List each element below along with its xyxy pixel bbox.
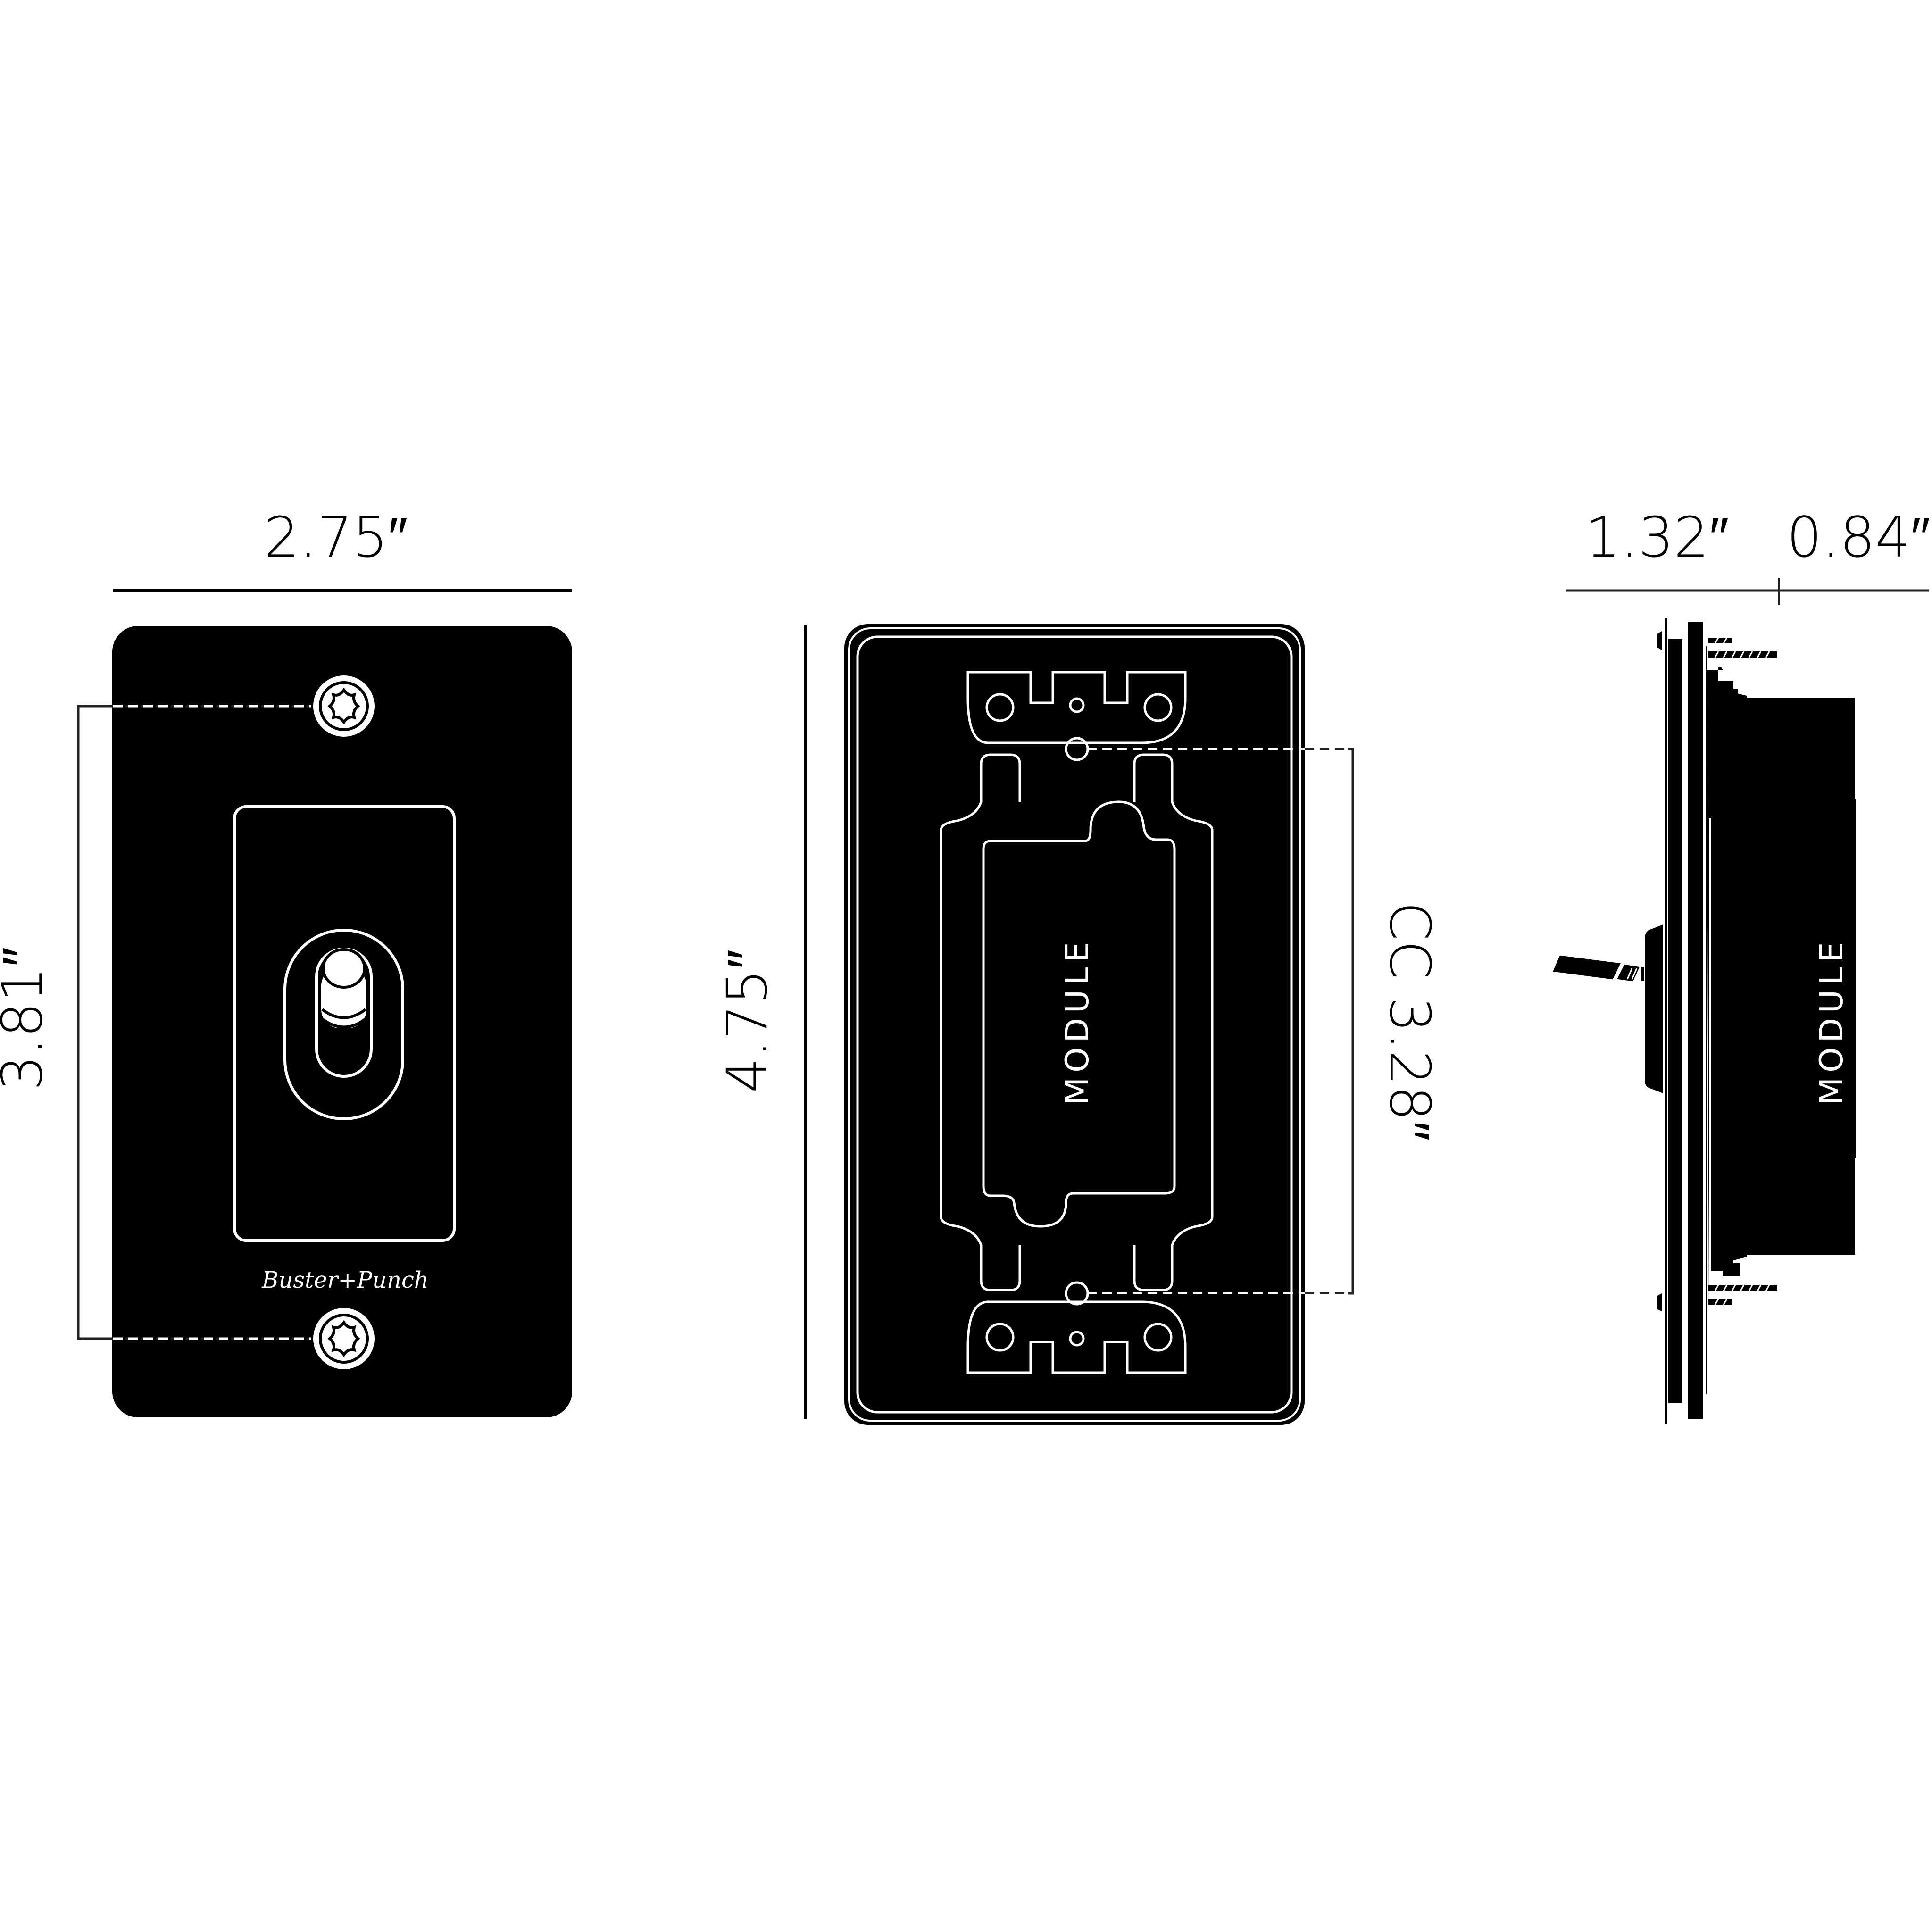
side-plate-front	[1665, 618, 1667, 1424]
toggle-lever-icon	[1550, 954, 1644, 983]
toggle-switch-icon	[283, 929, 404, 1120]
brand-logo: Buster+Punch	[261, 1267, 429, 1293]
back-module-label: MODULE	[1059, 937, 1096, 1105]
screw-head-top	[1657, 631, 1662, 650]
back-height-label: 4.75″	[715, 949, 780, 1093]
screw-spacing-label: 3.81″	[0, 947, 55, 1091]
back-view: 4.75″ MODULE	[715, 624, 1442, 1425]
screw-head-bottom	[1657, 1293, 1662, 1311]
side-module-label: MODULE	[1813, 937, 1850, 1105]
front-view: 2.75″ 3.81″	[0, 505, 572, 1417]
front-width-label: 2.75″	[264, 505, 408, 570]
threaded-screws	[1708, 637, 1777, 1305]
side-plate-body	[1688, 622, 1703, 1419]
rear-depth-label: 0.84″	[1787, 505, 1931, 570]
center-to-center-bracket	[1087, 748, 1354, 1295]
torx-screw-icon	[313, 675, 375, 737]
screw-spacing-bracket	[77, 705, 311, 1340]
torx-screw-icon	[313, 1308, 375, 1369]
mounting-yoke	[940, 671, 1214, 1374]
front-depth-label: 1.32″	[1585, 505, 1729, 570]
back-plate	[844, 624, 1305, 1425]
toggle-bushing	[1645, 924, 1663, 1093]
side-view: 1.32″ 0.84″	[1550, 505, 1931, 1424]
module-outline	[982, 800, 1176, 1228]
center-to-center-label: CC 3.28″	[1377, 902, 1442, 1141]
switch-frame	[233, 805, 456, 1242]
